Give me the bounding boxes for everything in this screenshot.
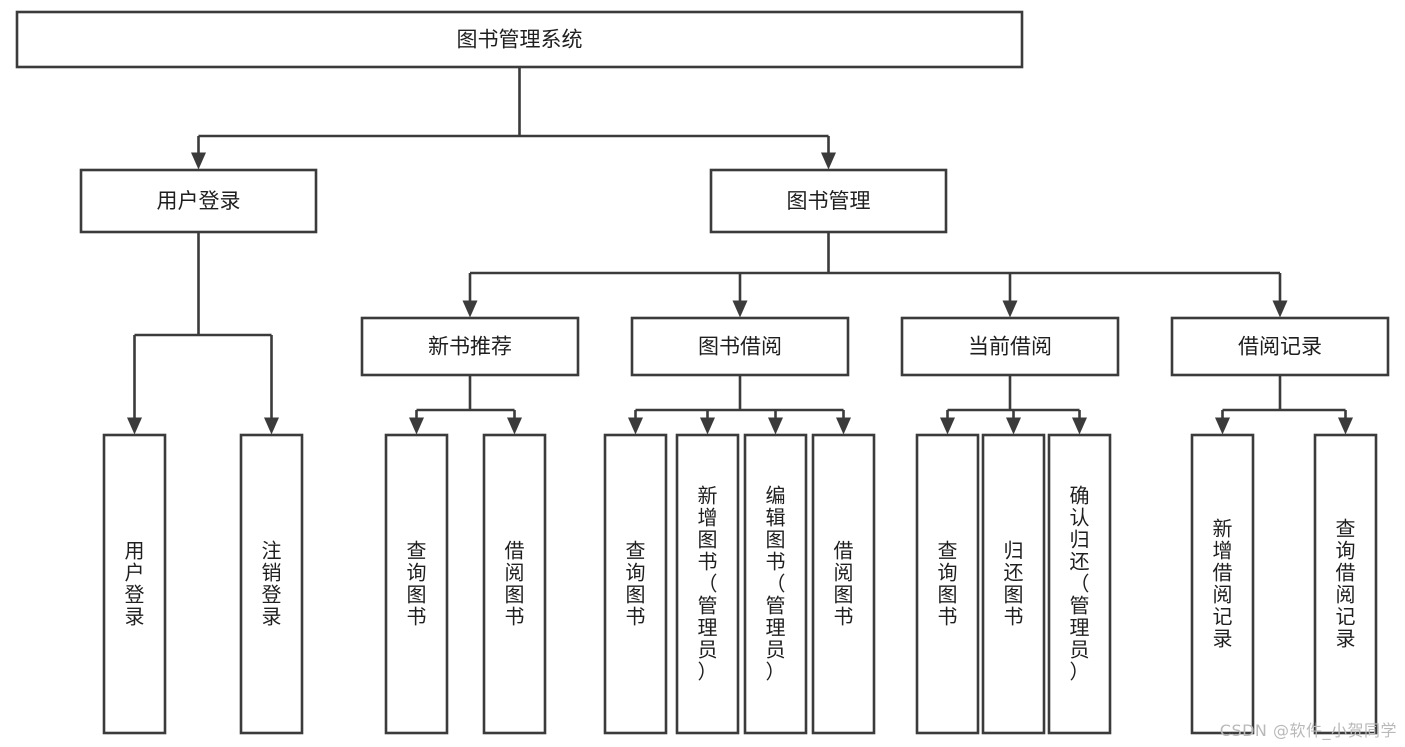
node-box-borrow-record: [1170, 316, 1390, 377]
node-label-leaf-query-book-borrow: 查询图书: [626, 539, 646, 629]
node-layer: 图书管理系统用户登录图书管理新书推荐图书借阅当前借阅借阅记录用户登录注销登录查询…: [15, 10, 1390, 735]
node-label-leaf-query-borrow-record: 查询借阅记录: [1336, 517, 1356, 651]
node-leaf-query-book-borrow[interactable]: 查询图书: [603, 433, 668, 735]
arrow-head-icon: [507, 417, 522, 435]
connector-group-book-management: [462, 232, 1288, 318]
arrow-head-icon: [127, 417, 142, 435]
node-leaf-edit-book[interactable]: 编辑图书（管理员）: [743, 433, 808, 735]
node-book-borrow[interactable]: 图书借阅: [630, 316, 850, 377]
node-leaf-logout-login[interactable]: 注销登录: [239, 433, 304, 735]
node-label-book-borrow: 图书借阅: [698, 335, 782, 359]
arrow-head-icon: [1215, 417, 1230, 435]
node-box-leaf-query-borrow-record: [1313, 433, 1378, 735]
node-label-leaf-return-book: 归还图书: [1004, 539, 1024, 629]
node-box-leaf-add-borrow-record: [1190, 433, 1255, 735]
arrow-head-icon: [700, 417, 715, 435]
arrow-head-icon: [732, 300, 748, 318]
arrow-head-icon: [1272, 300, 1288, 318]
connector-layer: [127, 67, 1353, 435]
connector-group-root: [191, 67, 836, 170]
node-label-leaf-add-book: 新增图书（管理员）: [698, 484, 718, 684]
arrow-head-icon: [462, 300, 478, 318]
node-box-leaf-edit-book: [743, 433, 808, 735]
node-label-leaf-user-login: 用户登录: [125, 539, 145, 629]
node-label-leaf-add-borrow-record: 新增借阅记录: [1213, 517, 1233, 651]
connector-group-book-borrow: [628, 375, 851, 435]
arrow-head-icon: [1338, 417, 1353, 435]
node-box-user-login: [79, 168, 318, 234]
arrow-head-icon: [1002, 300, 1018, 318]
node-leaf-add-book[interactable]: 新增图书（管理员）: [675, 433, 740, 735]
node-label-leaf-borrow-book: 借阅图书: [834, 539, 854, 629]
node-label-leaf-edit-book: 编辑图书（管理员）: [766, 484, 786, 684]
node-label-borrow-record: 借阅记录: [1238, 335, 1322, 359]
node-box-book-borrow: [630, 316, 850, 377]
node-label-leaf-query-book-current: 查询图书: [938, 539, 958, 629]
node-label-current-borrow: 当前借阅: [968, 335, 1052, 359]
node-leaf-confirm-return[interactable]: 确认归还（管理员）: [1047, 433, 1112, 735]
node-box-leaf-confirm-return: [1047, 433, 1112, 735]
node-root[interactable]: 图书管理系统: [15, 10, 1024, 69]
node-leaf-query-borrow-record[interactable]: 查询借阅记录: [1313, 433, 1378, 735]
arrow-head-icon: [264, 417, 279, 435]
node-leaf-query-book-current[interactable]: 查询图书: [915, 433, 980, 735]
node-user-login[interactable]: 用户登录: [79, 168, 318, 234]
node-label-new-book-recommend: 新书推荐: [428, 335, 512, 359]
node-label-user-login: 用户登录: [157, 189, 241, 213]
node-box-leaf-return-book: [981, 433, 1046, 735]
node-box-leaf-add-book: [675, 433, 740, 735]
node-new-book-recommend[interactable]: 新书推荐: [360, 316, 580, 377]
node-leaf-user-login[interactable]: 用户登录: [102, 433, 167, 735]
node-box-current-borrow: [900, 316, 1120, 377]
node-borrow-record[interactable]: 借阅记录: [1170, 316, 1390, 377]
node-leaf-return-book[interactable]: 归还图书: [981, 433, 1046, 735]
node-box-leaf-borrow-book-recommend: [482, 433, 547, 735]
node-current-borrow[interactable]: 当前借阅: [900, 316, 1120, 377]
node-label-leaf-confirm-return: 确认归还（管理员）: [1070, 484, 1090, 684]
node-box-book-management: [709, 168, 948, 234]
node-box-leaf-query-book-current: [915, 433, 980, 735]
arrow-head-icon: [768, 417, 783, 435]
node-box-new-book-recommend: [360, 316, 580, 377]
arrow-head-icon: [191, 152, 206, 170]
node-label-leaf-query-book-recommend: 查询图书: [407, 539, 427, 629]
connector-group-new-book-recommend: [409, 375, 522, 435]
node-label-leaf-borrow-book-recommend: 借阅图书: [505, 539, 525, 629]
node-leaf-query-book-recommend[interactable]: 查询图书: [384, 433, 449, 735]
node-label-leaf-logout-login: 注销登录: [262, 539, 282, 629]
arrow-head-icon: [628, 417, 643, 435]
arrow-head-icon: [940, 417, 955, 435]
arrow-head-icon: [1072, 417, 1087, 435]
node-box-leaf-query-book-recommend: [384, 433, 449, 735]
arrow-head-icon: [821, 152, 836, 170]
node-label-book-management: 图书管理: [787, 189, 871, 213]
node-book-management[interactable]: 图书管理: [709, 168, 948, 234]
connector-group-user-login: [127, 232, 279, 435]
node-box-leaf-query-book-borrow: [603, 433, 668, 735]
node-leaf-borrow-book-recommend[interactable]: 借阅图书: [482, 433, 547, 735]
node-box-root: [15, 10, 1024, 69]
connector-group-current-borrow: [940, 375, 1087, 435]
node-leaf-borrow-book[interactable]: 借阅图书: [811, 433, 876, 735]
arrow-head-icon: [1006, 417, 1021, 435]
node-box-leaf-borrow-book: [811, 433, 876, 735]
node-leaf-add-borrow-record[interactable]: 新增借阅记录: [1190, 433, 1255, 735]
node-box-leaf-logout-login: [239, 433, 304, 735]
node-box-leaf-user-login: [102, 433, 167, 735]
connector-group-borrow-record: [1215, 375, 1353, 435]
arrow-head-icon: [409, 417, 424, 435]
node-label-root: 图书管理系统: [457, 28, 583, 52]
arrow-head-icon: [836, 417, 851, 435]
